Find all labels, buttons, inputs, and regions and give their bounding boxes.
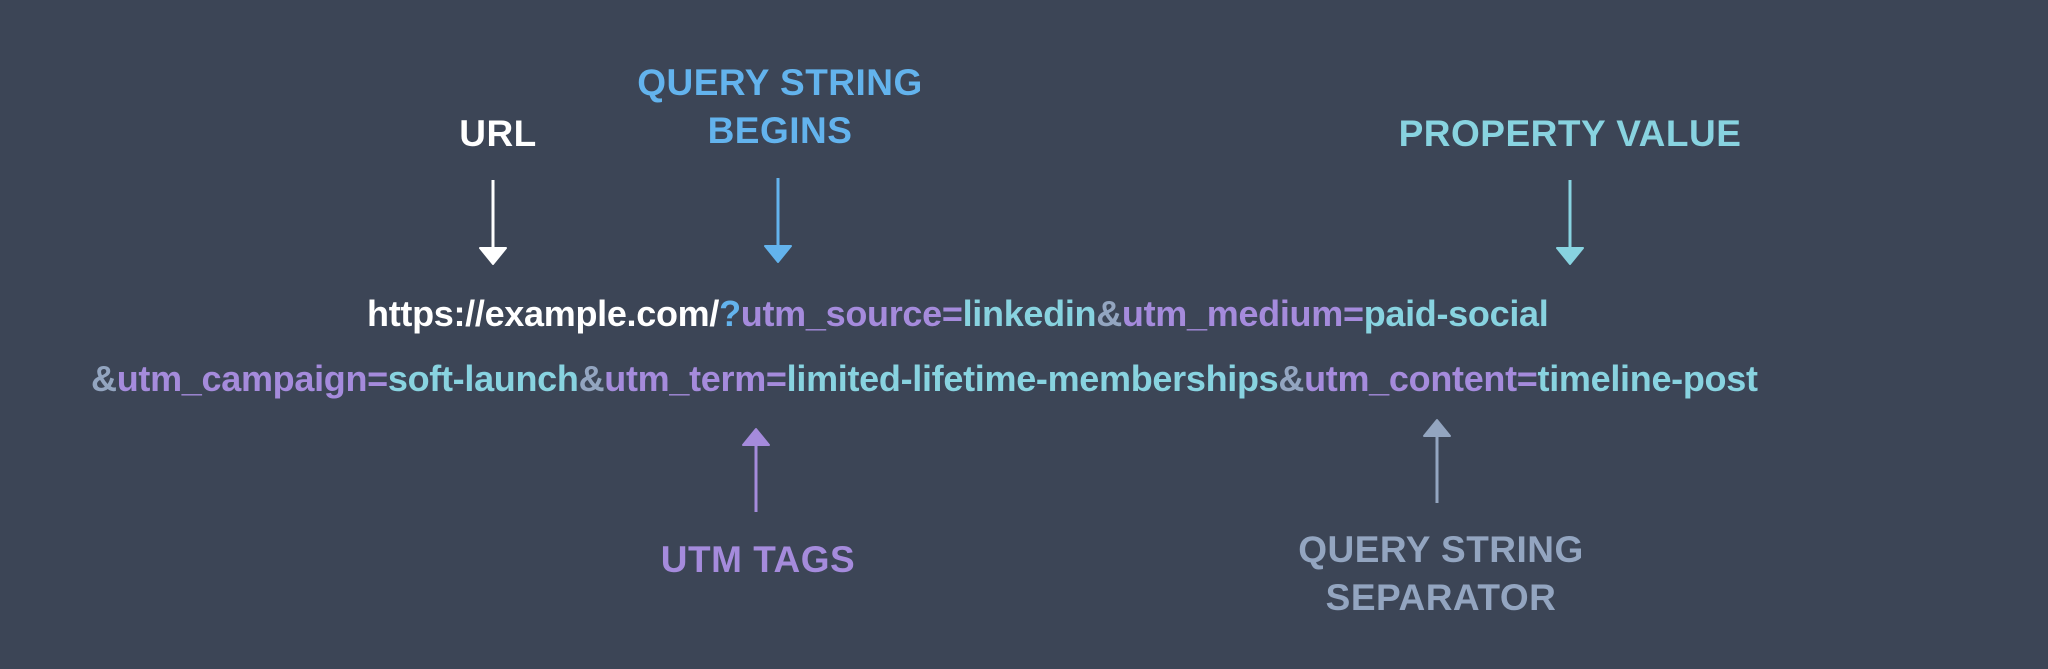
value-source: linkedin (962, 293, 1097, 334)
value-campaign: soft-launch (387, 358, 579, 399)
query-string-separator-line1: QUERY STRING (1298, 529, 1584, 570)
arrow-down-url-icon (479, 180, 507, 265)
property-value-label: PROPERTY VALUE (1398, 113, 1742, 154)
query-string-begins-line1: QUERY STRING (637, 62, 923, 103)
arrow-up-separator-icon (1423, 419, 1451, 503)
utm-tag-content: utm_content= (1304, 358, 1538, 399)
query-string-begins-label: QUERY STRING BEGINS (637, 59, 923, 155)
url-label: URL (459, 113, 537, 154)
separator: & (1096, 293, 1122, 334)
url-line-2: &utm_campaign=soft-launch&utm_term=limit… (91, 357, 1758, 401)
utm-tags-label: UTM TAGS (660, 539, 856, 580)
value-content: timeline-post (1537, 358, 1758, 399)
utm-tag-source: utm_source= (740, 293, 963, 334)
url-line-1: https://example.com/?utm_source=linkedin… (367, 292, 1549, 336)
url-base: https://example.com/ (367, 293, 720, 334)
separator: & (578, 358, 605, 399)
utm-tag-term: utm_term= (604, 358, 787, 399)
separator: & (1278, 358, 1305, 399)
arrow-down-property-value-icon (1556, 180, 1584, 265)
utm-tag-campaign: utm_campaign= (116, 358, 388, 399)
utm-tag-medium: utm_medium= (1121, 293, 1364, 334)
arrow-up-utm-tags-icon (742, 428, 770, 512)
query-string-separator-line2: SEPARATOR (1325, 577, 1557, 618)
query-string-separator-label: QUERY STRING SEPARATOR (1298, 526, 1584, 622)
query-start-char: ? (719, 293, 741, 334)
query-string-begins-line2: BEGINS (707, 110, 853, 151)
value-term: limited-lifetime-memberships (786, 358, 1279, 399)
arrow-down-query-begins-icon (764, 178, 792, 263)
separator: & (91, 358, 117, 399)
value-medium: paid-social (1363, 293, 1549, 334)
